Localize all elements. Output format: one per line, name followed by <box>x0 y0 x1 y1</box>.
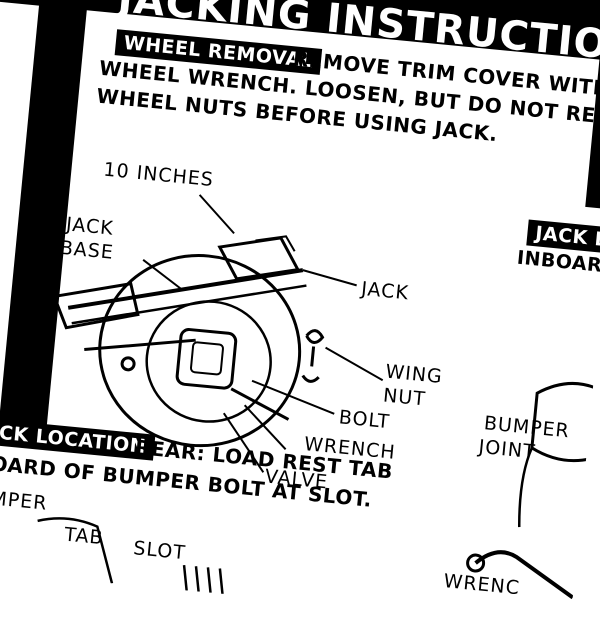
label-tab: TAB <box>63 523 105 550</box>
label-jack-base-1: JACK <box>65 213 115 240</box>
wrench-shape <box>230 387 290 421</box>
tire-outline <box>98 254 302 448</box>
jack-base-shape <box>52 281 140 330</box>
wing-nut-shape <box>301 329 325 383</box>
jack-head <box>217 236 301 281</box>
jack-rod <box>84 338 196 352</box>
label-nut: NUT <box>382 384 427 411</box>
hub <box>175 328 238 390</box>
wheel-rim <box>145 300 272 423</box>
label-jack: JACK <box>360 277 410 305</box>
jack-shaft <box>67 268 304 310</box>
bottom-wrench-shape <box>474 550 574 600</box>
